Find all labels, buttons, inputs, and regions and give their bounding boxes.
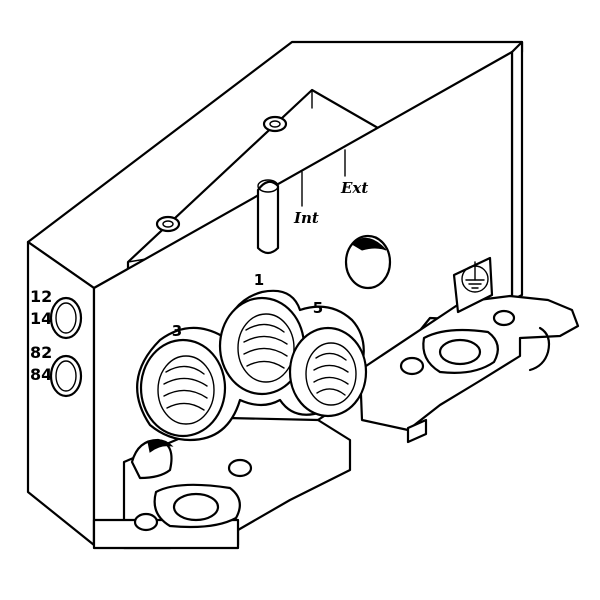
side-port-12-14 bbox=[49, 296, 83, 340]
block-right-side bbox=[510, 40, 524, 302]
base-hole bbox=[492, 309, 516, 327]
side-port-82-84 bbox=[49, 354, 83, 398]
base-slot bbox=[528, 326, 551, 372]
threaded-port-icon bbox=[139, 338, 227, 438]
pilot-pin-top bbox=[257, 179, 279, 193]
base-hole bbox=[227, 458, 253, 478]
side-label-84: 84 bbox=[30, 365, 52, 384]
side-label-12: 12 bbox=[30, 287, 52, 306]
screw-icon bbox=[262, 115, 288, 133]
side-label-14: 14 bbox=[30, 309, 52, 328]
side-label-82: 82 bbox=[30, 343, 52, 362]
ground-icon bbox=[461, 261, 489, 293]
mounting-hole bbox=[344, 234, 392, 290]
base-clip bbox=[406, 418, 428, 444]
port-5-label: 5 bbox=[313, 299, 323, 317]
ground-plate bbox=[452, 256, 494, 314]
recess-shadow bbox=[147, 439, 174, 453]
threaded-port-icon bbox=[288, 326, 368, 418]
base-hole-large bbox=[153, 483, 241, 529]
pilot-pin bbox=[256, 180, 280, 255]
base-hole bbox=[399, 356, 425, 376]
threaded-port-icon bbox=[218, 296, 306, 396]
port-3-label: 3 bbox=[172, 322, 182, 340]
base-hole-large bbox=[422, 328, 499, 374]
base-hole bbox=[133, 512, 159, 532]
port-1-label: 1 bbox=[254, 271, 264, 289]
int-label: Int bbox=[293, 209, 319, 227]
lower-recess bbox=[130, 438, 173, 480]
screw-icon bbox=[155, 215, 181, 233]
ext-label: Ext bbox=[340, 179, 368, 197]
